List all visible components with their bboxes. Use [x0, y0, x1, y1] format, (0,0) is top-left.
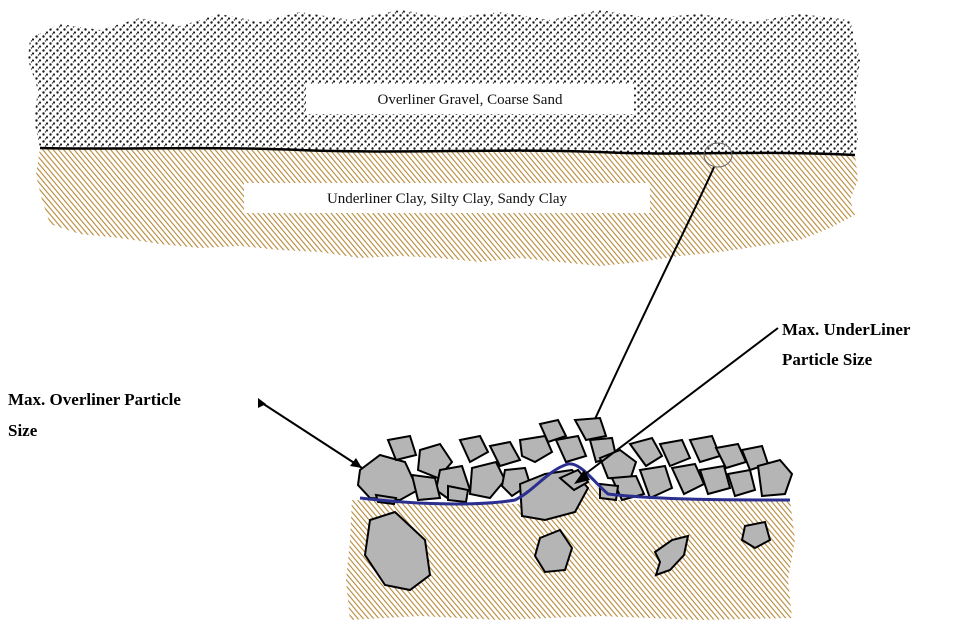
- underliner-particle-label-line2: Particle Size: [782, 350, 873, 369]
- overliner-particle-label-line1: Max. Overliner Particle: [8, 390, 181, 409]
- underliner-label: Underliner Clay, Silty Clay, Sandy Clay: [327, 191, 568, 207]
- overliner-gravel-layer: [28, 10, 860, 155]
- overliner-particle-label-line2: Size: [8, 421, 38, 440]
- overliner-particle-callout: Max. Overliner Particle Size: [8, 390, 362, 468]
- overliner-particle-arrowhead: [350, 458, 362, 468]
- overliner-label: Overliner Gravel, Coarse Sand: [378, 92, 563, 108]
- overliner-particle-tail: [258, 398, 266, 408]
- detail-cross-section: [346, 418, 795, 620]
- underliner-particle-label-line1: Max. UnderLiner: [782, 320, 911, 339]
- overliner-particle-arrow: [262, 403, 362, 468]
- top-cross-section: Overliner Gravel, Coarse Sand Underliner…: [28, 10, 860, 266]
